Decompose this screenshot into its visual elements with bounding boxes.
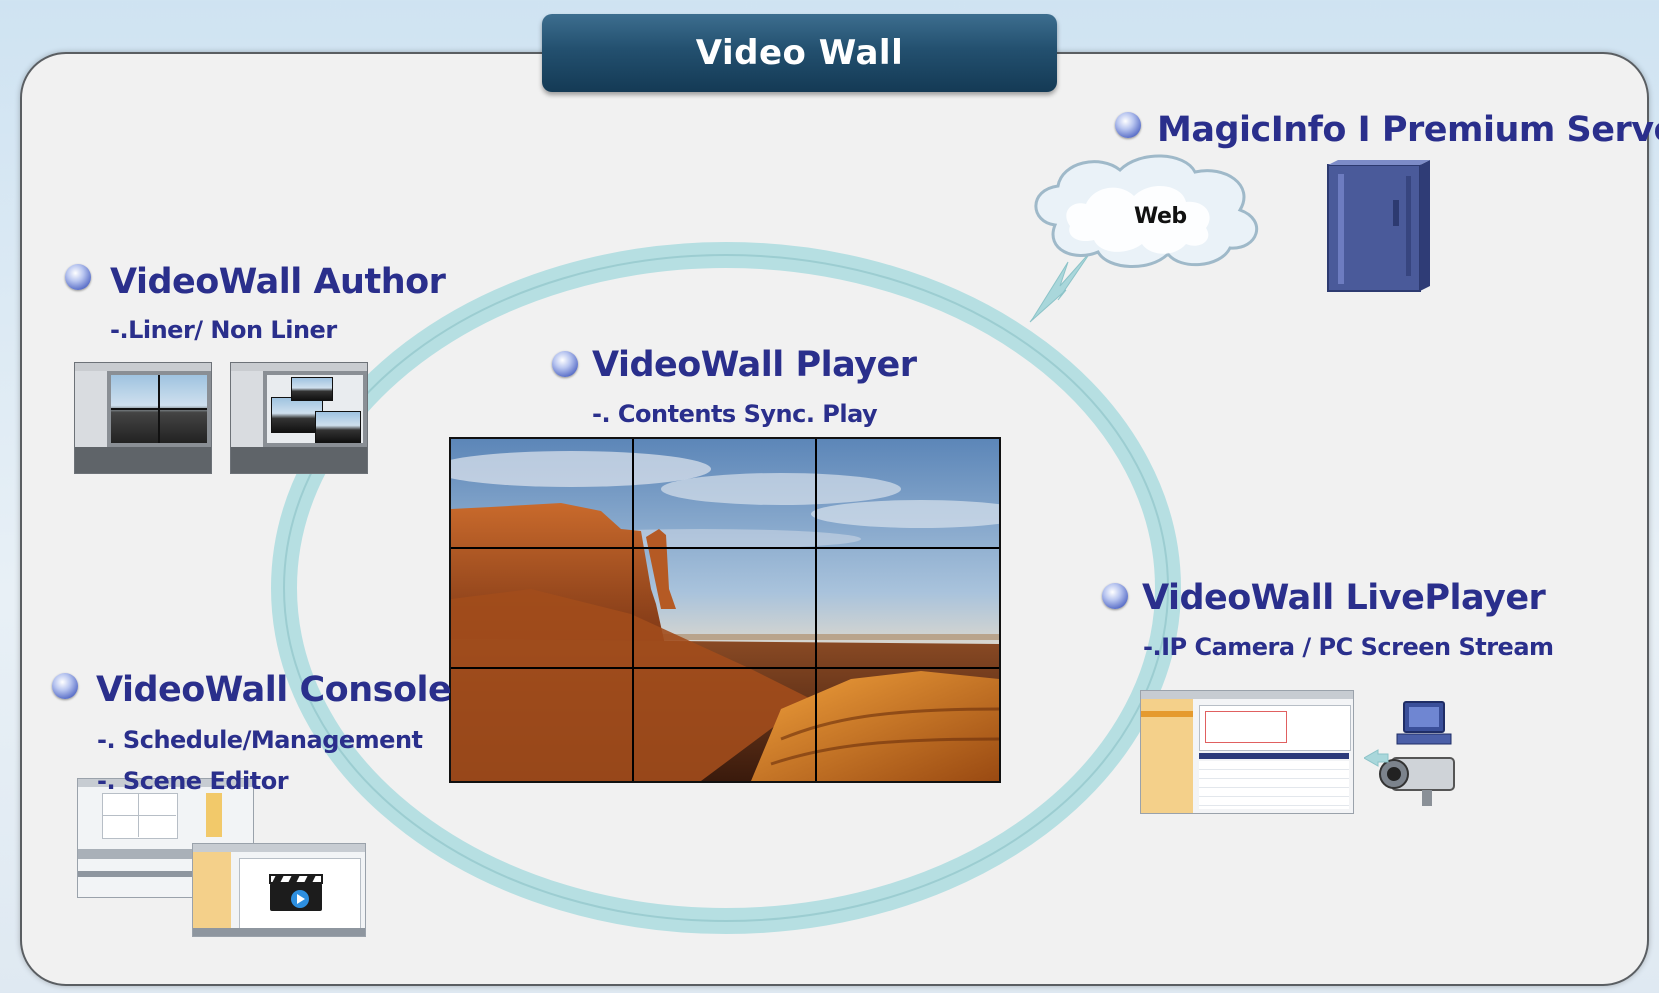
cloud-label: Web bbox=[1134, 204, 1187, 229]
desert-landscape-image bbox=[451, 439, 999, 781]
arrow-icon bbox=[1364, 749, 1389, 767]
wall-divider bbox=[451, 547, 999, 549]
console-subtitle-1: -. Schedule/Management bbox=[97, 726, 423, 754]
video-wall-display bbox=[449, 437, 1001, 783]
console-subtitle-2: -. Scene Editor bbox=[97, 767, 289, 795]
server-bullet-icon bbox=[1115, 112, 1141, 138]
player-bullet-icon bbox=[552, 351, 578, 377]
lightning-bolt-icon bbox=[1029, 249, 1093, 323]
author-bullet-icon bbox=[65, 264, 91, 290]
clapperboard-icon bbox=[269, 874, 323, 911]
title-bar: Video Wall bbox=[542, 14, 1057, 92]
player-subtitle: -. Contents Sync. Play bbox=[592, 400, 878, 428]
liveplayer-subtitle: -.IP Camera / PC Screen Stream bbox=[1143, 633, 1554, 661]
ip-camera-icon bbox=[1379, 757, 1455, 806]
liveplayer-devices bbox=[1364, 701, 1455, 806]
liveplayer-screenshot bbox=[1140, 690, 1354, 814]
console-heading: VideoWall Console bbox=[96, 670, 452, 710]
player-heading: VideoWall Player bbox=[592, 345, 917, 385]
console-screenshot-scene-editor bbox=[192, 843, 366, 937]
author-screenshot-liner bbox=[74, 362, 212, 474]
liveplayer-bullet-icon bbox=[1102, 583, 1128, 609]
author-heading: VideoWall Author bbox=[110, 262, 446, 302]
cloud-icon bbox=[1034, 154, 1259, 268]
ring-outline bbox=[283, 254, 1169, 922]
console-bullet-icon bbox=[52, 673, 78, 699]
author-subtitle: -.Liner/ Non Liner bbox=[110, 316, 337, 344]
liveplayer-heading: VideoWall LivePlayer bbox=[1142, 578, 1546, 618]
wall-divider bbox=[815, 439, 817, 781]
server-tower-icon bbox=[1327, 160, 1430, 292]
pc-monitor-icon bbox=[1396, 701, 1452, 745]
wall-divider bbox=[632, 439, 634, 781]
server-heading: MagicInfo I Premium Server bbox=[1157, 110, 1659, 150]
author-screenshot-nonliner bbox=[230, 362, 368, 474]
wall-divider bbox=[451, 667, 999, 669]
